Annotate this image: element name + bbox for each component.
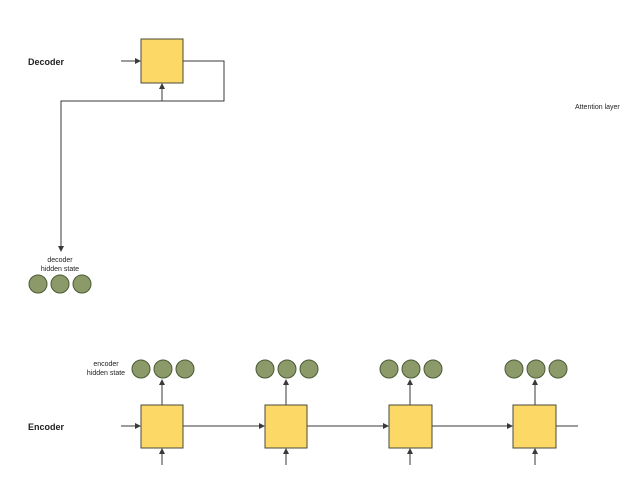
decoder-hidden-unit (72, 274, 92, 294)
encoder-hidden-unit (526, 359, 546, 379)
decoder-hidden-unit (28, 274, 48, 294)
encoder-hidden-unit (504, 359, 524, 379)
encoder-cell (264, 404, 308, 449)
encoder-hidden-unit (548, 359, 568, 379)
decoder-hidden-label-line1: decoder (47, 257, 73, 264)
encoder-hidden-unit (175, 359, 195, 379)
decoder-hidden-label-line2: hidden state (41, 266, 79, 273)
encoder-step-2 (255, 359, 319, 465)
encoder-cell (512, 404, 557, 449)
encoder-step-1 (131, 359, 195, 465)
decoder-output-path (58, 60, 225, 252)
encoder-hidden-unit (277, 359, 297, 379)
attention-layer-label: Attention layer (575, 104, 620, 111)
encoder-hidden-unit (131, 359, 151, 379)
decoder-cell (140, 38, 184, 84)
encoder-hidden-unit (401, 359, 421, 379)
decoder-block (58, 38, 225, 252)
encoder-hidden-unit (255, 359, 275, 379)
encoder-chain (121, 359, 578, 465)
encoder-hidden-unit (423, 359, 443, 379)
encoder-step-4 (504, 359, 568, 465)
encoder-hidden-unit (153, 359, 173, 379)
decoder-hidden-state (28, 274, 92, 294)
encoder-step-3 (379, 359, 443, 465)
encoder-cell (388, 404, 433, 449)
encoder-hidden-label-line2: hidden state (87, 370, 125, 377)
encoder-hidden-unit (379, 359, 399, 379)
encoder-hidden-label-line1: encoder (93, 361, 119, 368)
encoder-label: Encoder (28, 422, 65, 432)
encoder-hidden-unit (299, 359, 319, 379)
decoder-label: Decoder (28, 57, 65, 67)
encoder-cell (140, 404, 184, 449)
decoder-hidden-unit (50, 274, 70, 294)
